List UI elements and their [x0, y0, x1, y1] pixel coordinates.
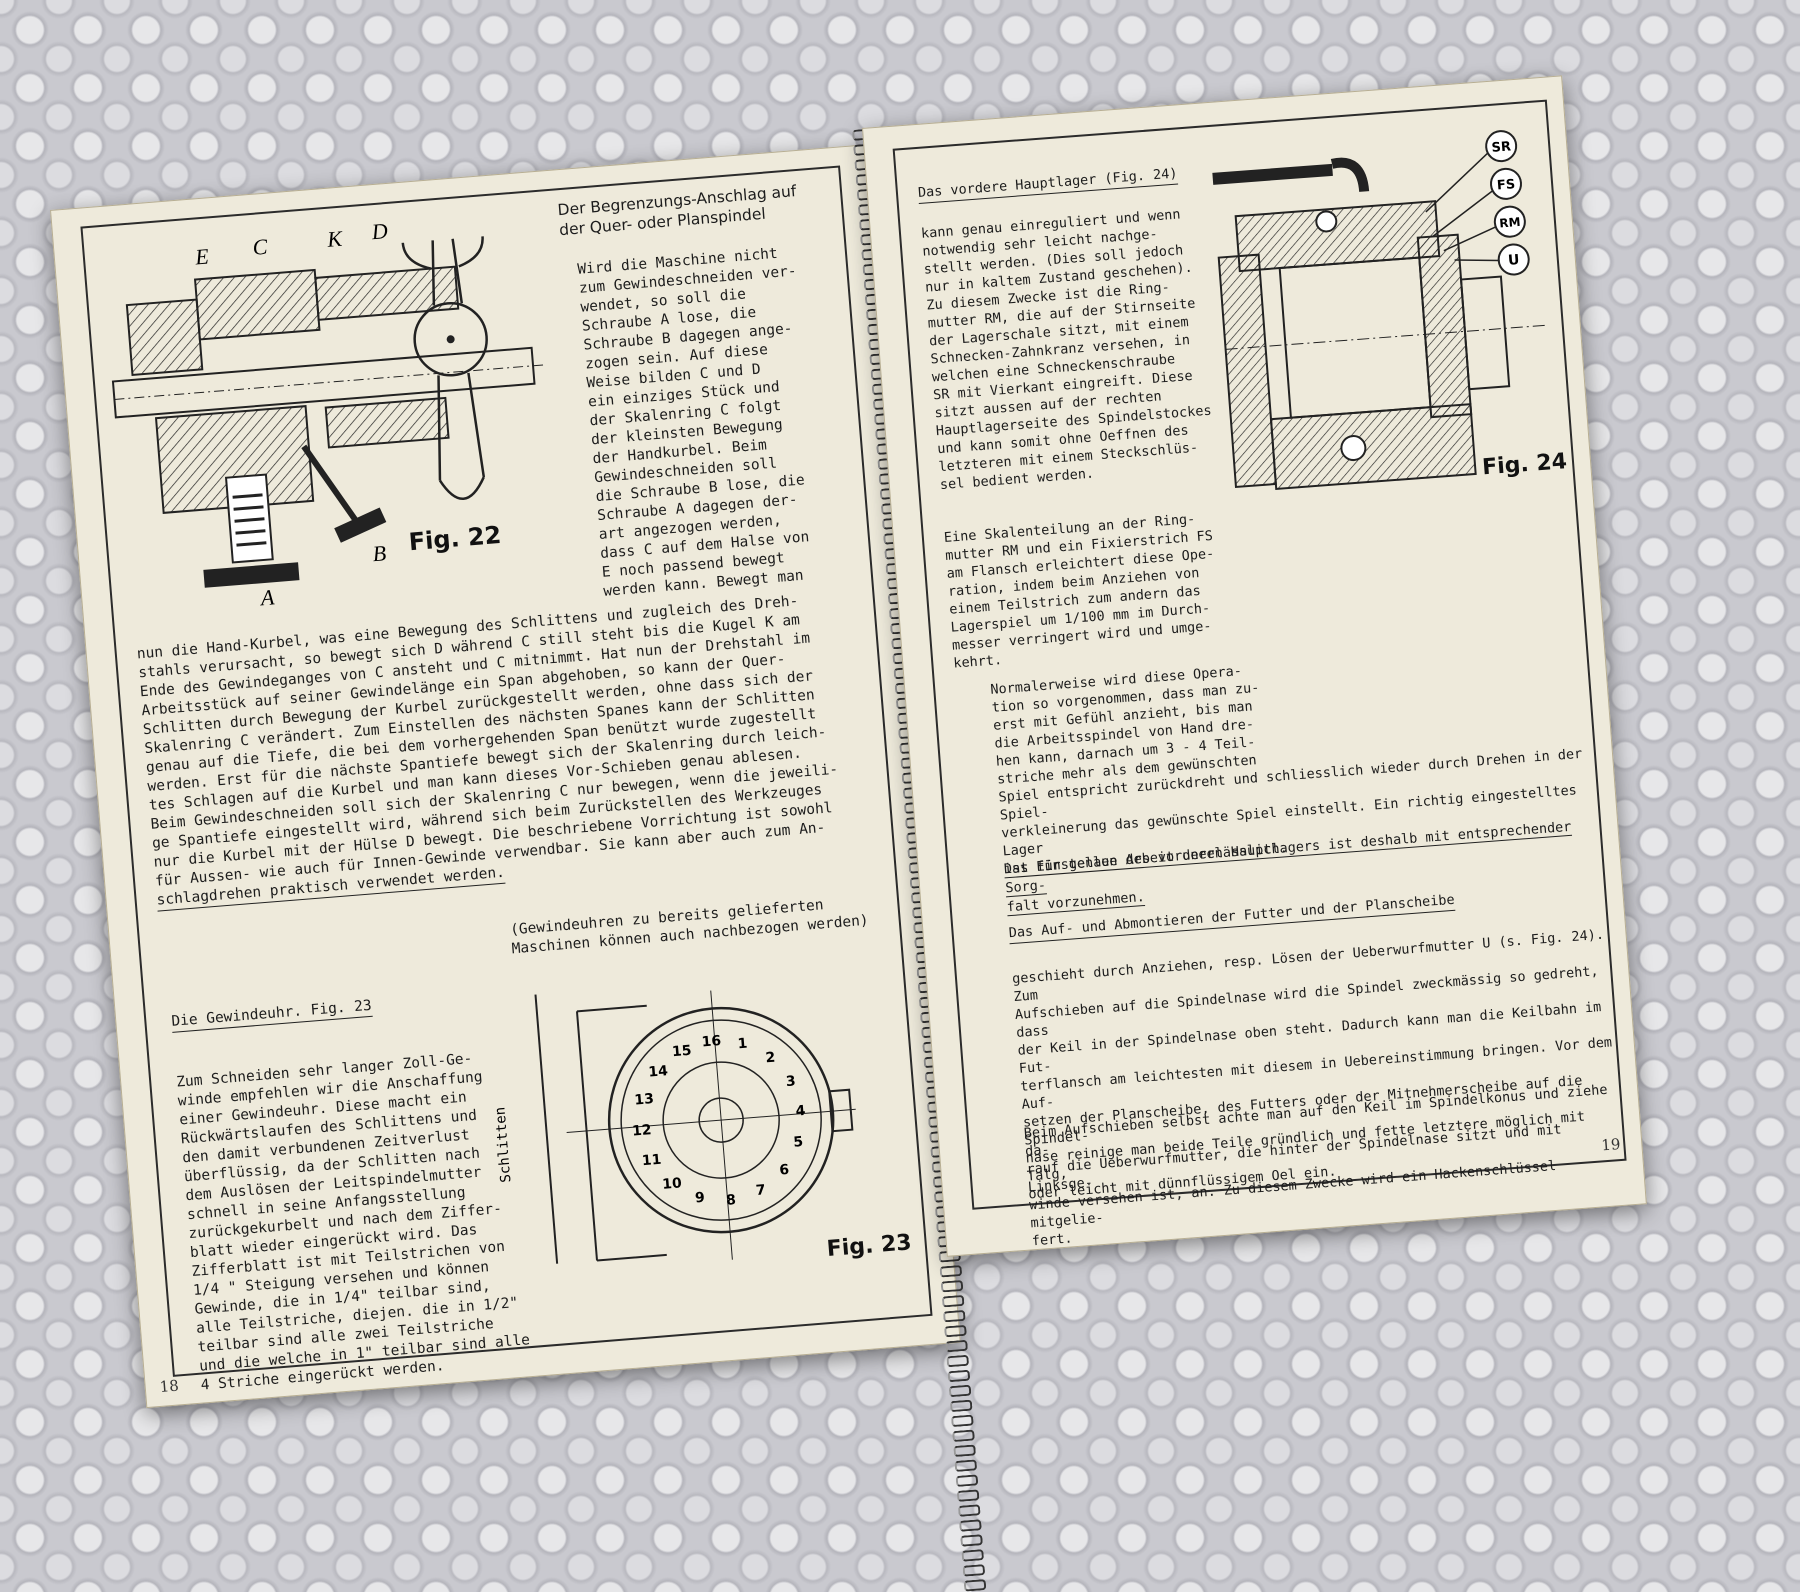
spiral-coil: [960, 1534, 983, 1547]
spiral-coil: [953, 1444, 977, 1458]
fig23-dial-number: 14: [648, 1063, 669, 1081]
fig23-dial-number: 2: [765, 1050, 776, 1067]
spiral-coil: [955, 1474, 979, 1487]
spiral-coil: [950, 1414, 974, 1428]
fig23-dial-number: 1: [737, 1036, 748, 1053]
hauptlager-text-block: kann genau einreguliert und wenn notwend…: [920, 202, 1239, 494]
fig23-schlitten-label: Schlitten: [492, 1106, 514, 1183]
fig22-drawing: E C K D B A: [111, 218, 544, 610]
spiral-coil: [959, 1519, 982, 1532]
fig22-label-K: K: [325, 226, 344, 252]
fig22-label-B: B: [372, 540, 387, 566]
fig22-label-D: D: [370, 218, 389, 244]
fig23-dial-number: 12: [632, 1122, 653, 1140]
spiral-coil: [945, 1339, 968, 1353]
fig22-label-E: E: [193, 243, 210, 269]
fig22-label-A: A: [258, 584, 276, 610]
fig23-dial-number: 7: [755, 1182, 766, 1199]
spiral-coil: [952, 1429, 975, 1443]
spiral-coil: [956, 1489, 980, 1502]
fig23-dial-number: 6: [779, 1162, 790, 1179]
fig23-dial-number: 10: [662, 1175, 683, 1193]
spiral-coil: [947, 1369, 971, 1383]
spiral-coil: [946, 1354, 970, 1368]
spiral-coil: [962, 1564, 986, 1577]
spiral-coil: [954, 1459, 978, 1473]
spiral-coil: [949, 1399, 973, 1413]
fig24-callout-SR: SR: [1491, 139, 1511, 155]
spiral-coil: [957, 1504, 981, 1517]
side-text-block: Wird die Maschine nicht zum Gewindeschne…: [577, 240, 869, 602]
spiral-coil: [941, 1294, 965, 1308]
left-page-number: 18: [159, 1376, 180, 1396]
skalen-text-block: Eine Skalenteilung an der Ring- mutter R…: [943, 507, 1253, 673]
fig23-dial-number: 15: [671, 1043, 692, 1061]
fig24-callout-RM: RM: [1499, 215, 1521, 231]
fig23-dial-number: 4: [795, 1103, 806, 1120]
fig23-dial-number: 11: [641, 1152, 662, 1170]
fig23-dial-number: 9: [694, 1190, 705, 1207]
fig22-label-C: C: [252, 234, 269, 260]
spiral-coil: [963, 1579, 987, 1592]
spiral-coil: [942, 1309, 966, 1323]
spiral-coil: [944, 1324, 967, 1338]
right-page: Das vordere Hauptlager (Fig. 24) kann ge…: [862, 75, 1647, 1257]
fig23-dial-number: 13: [634, 1091, 655, 1109]
right-page-number: 19: [1600, 1135, 1622, 1155]
gewindeuhr-text-block: Zum Schneiden sehr langer Zoll-Ge- winde…: [176, 1046, 541, 1395]
fig23-dial-number: 5: [793, 1134, 804, 1151]
spiral-coil: [961, 1549, 985, 1562]
fig23-dial-number: 8: [726, 1192, 737, 1209]
spiral-coil: [948, 1384, 972, 1398]
spiral-coil: [939, 1264, 963, 1278]
fig23-dial-number: 3: [785, 1073, 796, 1090]
fig24-drawing: SR FS RM U: [1212, 130, 1545, 491]
fig23-dial-number: 16: [701, 1033, 722, 1051]
fig24-callout-U: U: [1507, 252, 1520, 269]
fig24-callout-FS: FS: [1496, 177, 1515, 193]
spiral-coil: [940, 1279, 964, 1293]
left-page: E C K D B A Fig. 22 Der Begrenzungs-Ansc…: [50, 144, 961, 1409]
